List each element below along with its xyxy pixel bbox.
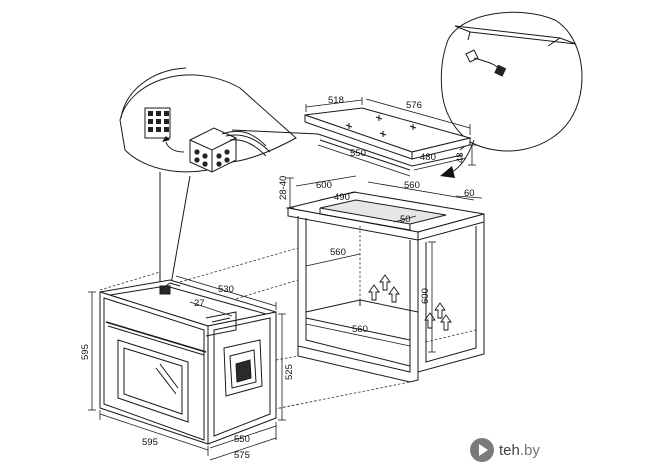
oven-ledge-label: 27 (194, 298, 205, 309)
counter-cutout-depth-label: 490 (334, 192, 350, 203)
hob-thickness-label: 48 (455, 152, 466, 163)
oven-body-width-label: 550 (234, 434, 250, 445)
oven-overall-depth-label: 575 (234, 450, 250, 461)
cabinet-drawing (286, 175, 485, 383)
oven-top-depth-label: 530 (218, 284, 234, 295)
connector-detail-callout (119, 67, 297, 291)
cabinet-height-label: 600 (420, 288, 431, 304)
hob-cutout-width-label: 480 (420, 152, 436, 163)
oven-drawing (88, 275, 286, 461)
hob-drawing (304, 97, 476, 177)
watermark-logo: teh.by (470, 437, 540, 463)
hob-depth-label: 518 (328, 95, 344, 106)
cabinet-floor-width-label: 560 (352, 324, 368, 335)
arrow-icon (162, 136, 170, 142)
watermark-tld: .by (519, 441, 540, 459)
watermark-text: teh.by (499, 442, 540, 459)
connector-socket-icon (144, 107, 171, 139)
oven-front-height-label: 595 (80, 344, 91, 360)
watermark-brand: teh (499, 441, 520, 459)
oven-front-width-label: 595 (142, 437, 158, 448)
oven-body-height-label: 525 (284, 364, 295, 380)
oven-connector-icon (159, 285, 171, 295)
connector-plug-icon (189, 127, 271, 173)
cabinet-inner-width-label: 560 (330, 247, 346, 258)
play-icon (470, 438, 494, 462)
clip-detail-callout (440, 11, 583, 178)
hob-cutout-depth-label: 550 (350, 148, 366, 159)
counter-top-gap-label: 28-40 (278, 176, 289, 200)
counter-depth-label: 600 (316, 180, 332, 191)
cable-clip-icon (465, 49, 507, 77)
counter-cutout-width-label: 560 (404, 180, 420, 191)
counter-side-gap-label: 60 (464, 188, 475, 199)
counter-back-gap-label: 50 (400, 214, 411, 225)
arrow-icon (440, 166, 455, 178)
hob-width-label: 576 (406, 100, 422, 111)
projection-lines (99, 247, 411, 419)
